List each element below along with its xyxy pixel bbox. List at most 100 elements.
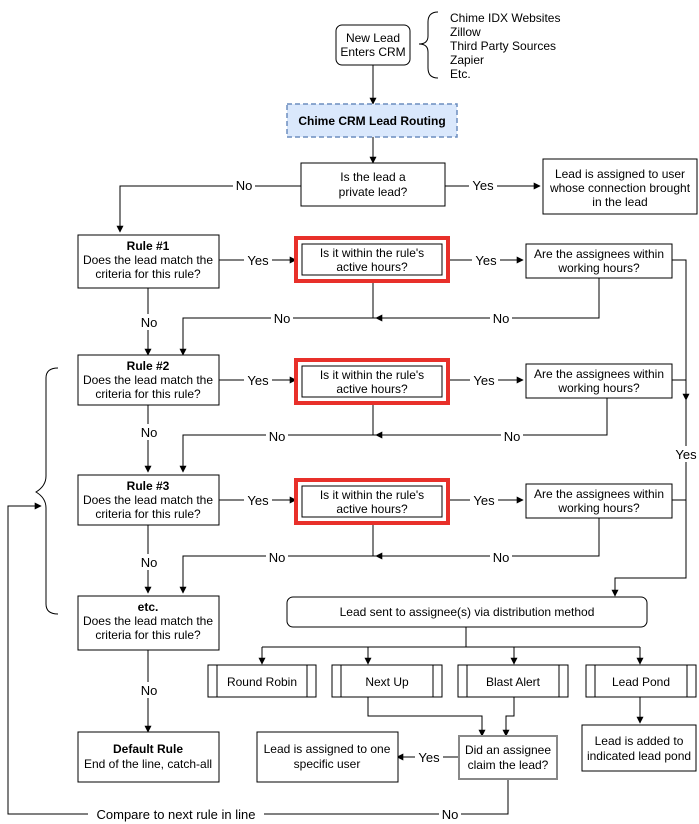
method-label: Round Robin: [227, 675, 297, 689]
rule-title: etc.: [138, 600, 159, 614]
private-question-line: Is the lead a: [340, 170, 406, 184]
node-distribution: Lead sent to assignee(s) via distributio…: [286, 596, 648, 628]
edge-label-no: No: [269, 429, 286, 444]
active-hours-line: active hours?: [336, 502, 408, 516]
node-new-lead: New Lead Enters CRM: [335, 24, 411, 66]
rule-title: Rule #2: [127, 359, 170, 373]
new-lead-line: New Lead: [346, 31, 400, 45]
edge-label-yes: Yes: [675, 447, 697, 462]
working-hours-line: working hours?: [557, 261, 640, 275]
active-hours-line: Is it within the rule's: [320, 368, 424, 382]
edge-label-no: No: [274, 311, 291, 326]
node-pond-added: Lead is added to indicated lead pond: [581, 724, 697, 772]
rule-line: Does the lead match the: [83, 614, 213, 628]
method-label: Next Up: [365, 675, 409, 689]
distribution-label: Lead sent to assignee(s) via distributio…: [340, 605, 595, 619]
node-active-hours-2: Is it within the rule's active hours?: [294, 358, 450, 405]
edge-label-yes: Yes: [418, 750, 440, 765]
rule-line: criteria for this rule?: [95, 507, 201, 521]
active-hours-line: Is it within the rule's: [320, 246, 424, 260]
edge-label-yes: Yes: [473, 373, 495, 388]
rule-line: End of the line, catch-all: [84, 757, 212, 771]
rule-line: criteria for this rule?: [95, 628, 201, 642]
working-hours-line: Are the assignees within: [534, 367, 664, 381]
edge-label-yes: Yes: [473, 493, 495, 508]
node-private-assigned: Lead is assigned to user whose connectio…: [542, 158, 698, 215]
edge-label-yes: Yes: [472, 178, 494, 193]
edge-label-compare-next: Compare to next rule in line: [97, 807, 256, 822]
method-label: Lead Pond: [612, 675, 670, 689]
working-hours-line: Are the assignees within: [534, 247, 664, 261]
edge-label-yes: Yes: [475, 253, 497, 268]
rule-line: Does the lead match the: [83, 253, 213, 267]
working-hours-line: Are the assignees within: [534, 487, 664, 501]
rule-line: Does the lead match the: [83, 373, 213, 387]
node-working-hours-3: Are the assignees within working hours?: [525, 483, 673, 519]
node-lead-routing: Chime CRM Lead Routing: [286, 103, 458, 138]
rule-title: Default Rule: [113, 742, 183, 756]
node-one-user: Lead is assigned to one specific user: [256, 731, 399, 783]
rule-title: Rule #1: [127, 239, 170, 253]
sources-list: Chime IDX Websites Zillow Third Party So…: [450, 11, 560, 81]
node-rule-2: Rule #2 Does the lead match the criteria…: [77, 354, 220, 406]
node-rule-etc: etc. Does the lead match the criteria fo…: [77, 595, 220, 651]
routing-title: Chime CRM Lead Routing: [298, 114, 445, 128]
edge-label-no: No: [493, 311, 510, 326]
rule-title: Rule #3: [127, 479, 170, 493]
pond-added-line: Lead is added to: [595, 734, 684, 748]
node-rule-3: Rule #3 Does the lead match the criteria…: [77, 474, 220, 526]
edge-label-yes: Yes: [247, 493, 269, 508]
node-rule-1: Rule #1 Does the lead match the criteria…: [77, 234, 220, 289]
source-item: Zapier: [450, 53, 484, 67]
edge-label-no: No: [493, 550, 510, 565]
claim-question-line: claim the lead?: [468, 758, 549, 772]
working-hours-line: working hours?: [557, 501, 640, 515]
private-assigned-line: whose connection brought: [549, 181, 691, 195]
node-default-rule: Default Rule End of the line, catch-all: [77, 731, 220, 783]
active-hours-line: active hours?: [336, 382, 408, 396]
node-working-hours-1: Are the assignees within working hours?: [525, 243, 673, 279]
method-next-up: Next Up: [331, 664, 443, 698]
node-working-hours-2: Are the assignees within working hours?: [525, 363, 673, 399]
edge-label-no: No: [141, 555, 158, 570]
active-hours-line: Is it within the rule's: [320, 488, 424, 502]
edge-label-yes: Yes: [247, 373, 269, 388]
source-item: Zillow: [450, 25, 481, 39]
method-label: Blast Alert: [486, 675, 541, 689]
source-item: Third Party Sources: [450, 39, 556, 53]
edge-label-no: No: [504, 429, 521, 444]
edge-label-no: No: [141, 683, 158, 698]
source-item: Etc.: [450, 67, 471, 81]
pond-added-line: indicated lead pond: [587, 749, 691, 763]
private-question-line: private lead?: [339, 185, 408, 199]
working-hours-line: working hours?: [557, 381, 640, 395]
edge-label-no: No: [442, 807, 459, 822]
node-claim-question: Did an assignee claim the lead?: [458, 735, 558, 780]
one-user-line: specific user: [294, 757, 361, 771]
edge-label-no: No: [141, 315, 158, 330]
edge-label-yes: Yes: [247, 253, 269, 268]
one-user-line: Lead is assigned to one: [264, 742, 391, 756]
node-private-question: Is the lead a private lead?: [300, 162, 446, 207]
node-active-hours-1: Is it within the rule's active hours?: [294, 236, 450, 283]
method-round-robin: Round Robin: [207, 664, 317, 698]
edge-label-no: No: [269, 550, 286, 565]
sources-brace: [418, 11, 439, 79]
method-lead-pond: Lead Pond: [585, 664, 697, 698]
source-item: Chime IDX Websites: [450, 11, 560, 25]
rule-line: criteria for this rule?: [95, 387, 201, 401]
node-active-hours-3: Is it within the rule's active hours?: [294, 478, 450, 525]
active-hours-line: active hours?: [336, 260, 408, 274]
rules-bracket: [35, 367, 59, 615]
edge-label-no: No: [236, 178, 253, 193]
claim-question-line: Did an assignee: [465, 743, 551, 757]
rule-line: Does the lead match the: [83, 493, 213, 507]
new-lead-line: Enters CRM: [340, 45, 405, 59]
private-assigned-line: in the lead: [592, 195, 647, 209]
method-blast-alert: Blast Alert: [457, 664, 569, 698]
edge-labels: No Yes Yes Yes No No No Yes Yes No No No…: [88, 176, 699, 822]
private-assigned-line: Lead is assigned to user: [555, 167, 685, 181]
rule-line: criteria for this rule?: [95, 267, 201, 281]
edge-label-no: No: [141, 425, 158, 440]
